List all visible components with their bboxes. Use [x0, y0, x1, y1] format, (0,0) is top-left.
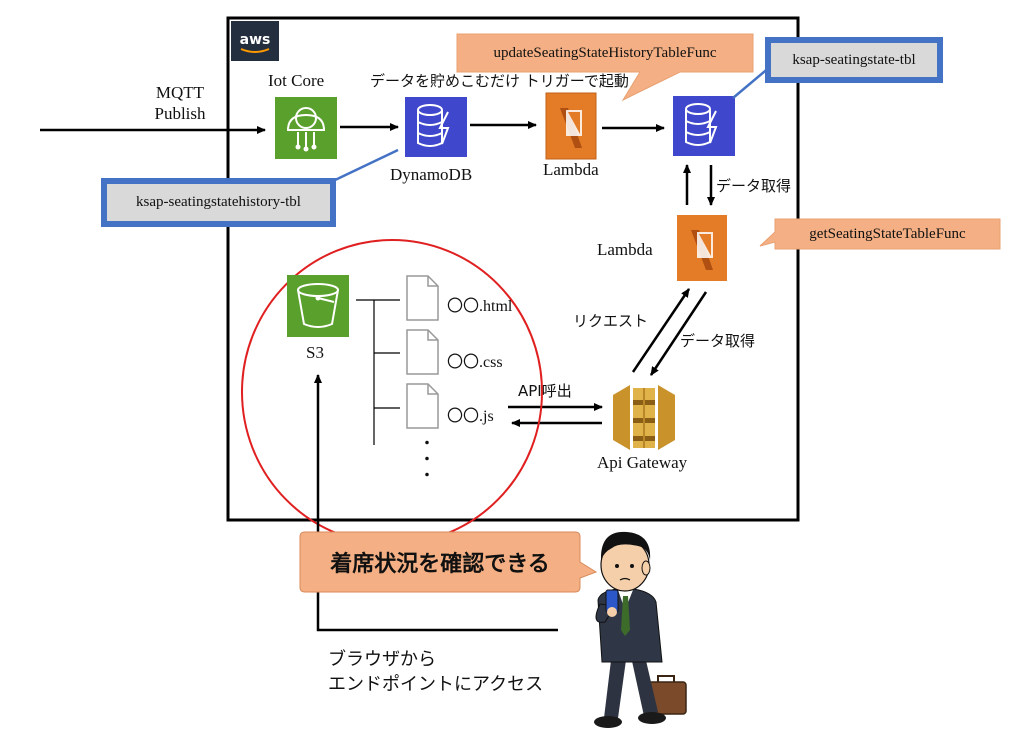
aws-logo-text: aws: [240, 32, 271, 48]
state-tbl-tag: ksap-seatingstate-tbl: [792, 51, 916, 68]
mqtt-label-line2: Publish: [154, 104, 206, 123]
s3-bucket-icon: [287, 275, 349, 337]
state-tag-connector: [732, 65, 772, 99]
file-html-label: 〇〇.html: [447, 298, 513, 315]
api-gateway-label: Api Gateway: [597, 453, 688, 472]
lambda-update-label: Lambda: [543, 160, 599, 179]
file-css-label: 〇〇.css: [447, 354, 503, 371]
data-get-label-1: データ取得: [716, 177, 792, 195]
file-ellipsis: ・ ・ ・: [420, 436, 434, 484]
file-icon-css: [406, 329, 439, 375]
get-func-tag: getSeatingStateTableFunc: [809, 225, 966, 242]
api-call-label: API呼出: [518, 382, 572, 400]
status-callout-shape: [299, 531, 598, 593]
mqtt-label-line1: MQTT: [155, 83, 205, 102]
iot-core-icon: [275, 97, 337, 159]
lambda-get-label: Lambda: [597, 240, 653, 259]
dynamodb-state-icon: [673, 96, 735, 156]
aws-cloud-frame: [226, 16, 800, 522]
iot-core-label: Iot Core: [268, 71, 325, 90]
browser-note-line1: ブラウザから: [328, 649, 436, 670]
lambda-update-icon: [545, 92, 597, 160]
file-icon-html: [406, 275, 439, 321]
status-callout-text: 着席状況を確認できる: [330, 552, 550, 577]
browser-note-line2: エンドポイントにアクセス: [328, 674, 544, 695]
api-to-lambda2-request-arrow: [631, 288, 691, 373]
history-tag-connector: [332, 148, 399, 183]
s3-label: S3: [306, 343, 324, 362]
browser-access-line: [314, 374, 558, 632]
dynamodb-label: DynamoDB: [390, 165, 473, 184]
data-get-label-2: データ取得: [680, 332, 756, 350]
file-tree-lines: [356, 299, 400, 445]
dynamodb-history-icon: [405, 97, 467, 157]
update-func-callout-shape: [456, 33, 754, 102]
lambda-get-icon: [677, 215, 727, 281]
update-func-tag: updateSeatingStateHistoryTableFunc: [493, 44, 717, 61]
api-gateway-icon: [613, 385, 675, 450]
file-js-label: 〇〇.js: [447, 408, 494, 425]
businessman-illustration: [594, 531, 687, 728]
request-label: リクエスト: [573, 312, 649, 330]
history-tbl-tag-shape: [101, 178, 336, 227]
state-tbl-tag-shape: [765, 37, 943, 83]
get-func-callout-shape: [759, 218, 1001, 250]
aws-logo: [231, 21, 279, 61]
lambda2-to-api-data-arrow: [649, 291, 708, 376]
history-tbl-tag: ksap-seatingstatehistory-tbl: [136, 194, 301, 210]
trigger-note: データを貯めこむだけ トリガーで起動: [370, 72, 629, 90]
file-icon-js: [406, 383, 439, 429]
